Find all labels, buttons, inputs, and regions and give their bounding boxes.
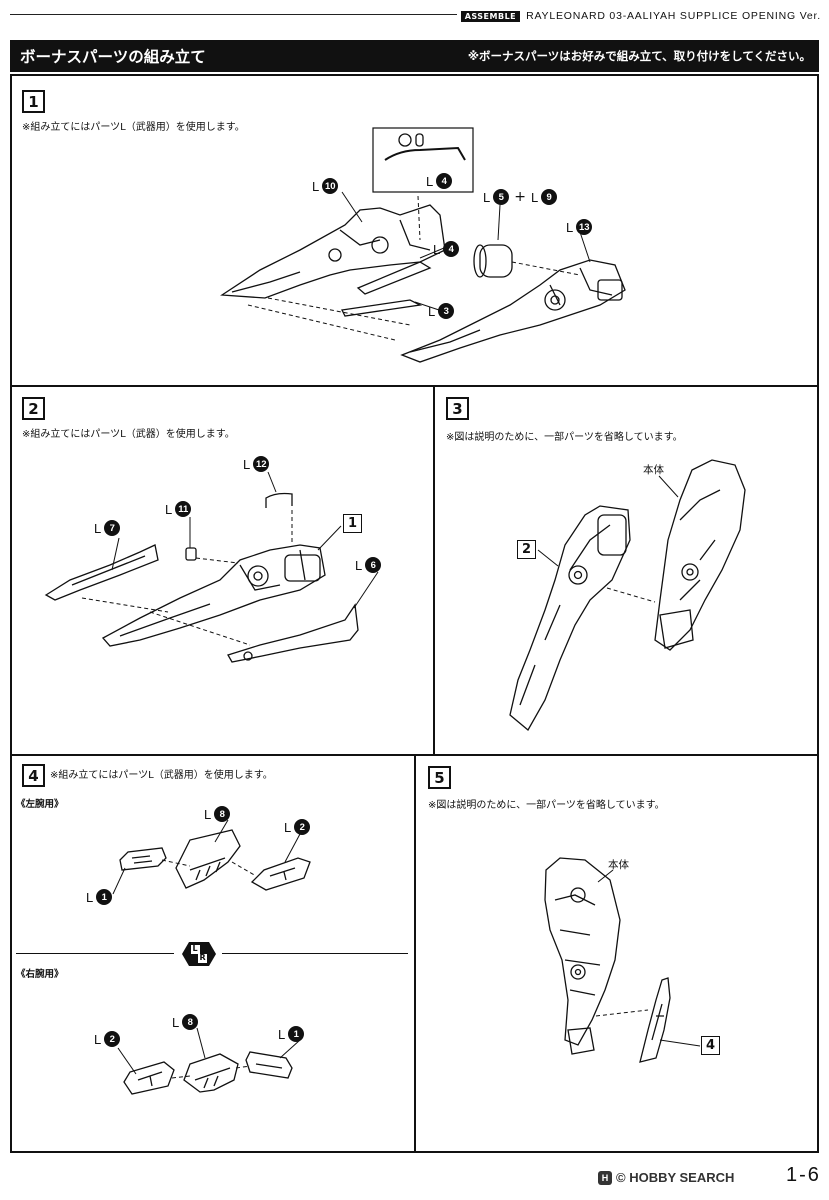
step-3-callout: 2 [517, 540, 536, 559]
watermark: H © HOBBY SEARCH [598, 1170, 734, 1185]
step-number-2: 2 [22, 397, 45, 420]
step-5-body-label: 本体 [608, 859, 629, 871]
divider-row1 [10, 385, 819, 387]
right-arm-label: 《右腕用》 [16, 969, 64, 980]
step-3-note: ※図は説明のために、一部パーツを省略しています。 [446, 432, 683, 443]
divider-col-2-3 [433, 385, 435, 755]
step-2-callout: 1 [343, 514, 362, 533]
step-3-body-label: 本体 [643, 464, 664, 476]
divider-col-4-5 [414, 754, 416, 1153]
step-2-note: ※組み立てにはパーツL（武器）を使用します。 [22, 429, 235, 440]
step-1-note: ※組み立てにはパーツL（武器用）を使用します。 [22, 122, 245, 133]
divider-step4-sides [16, 953, 174, 954]
section-note: ※ボーナスパーツはお好みで組み立て、取り付けをしてください。 [467, 49, 811, 63]
top-rule [10, 14, 820, 15]
section-title: ボーナスパーツの組み立て [20, 48, 206, 66]
page-number: 1-6 [786, 1164, 821, 1186]
series-title: RAYLEONARD 03-AALIYAH SUPPLICE OPENING V… [526, 10, 821, 22]
left-arm-label: 《左腕用》 [16, 799, 64, 810]
divider-step4-sides-r [222, 953, 408, 954]
lr-badge-icon [182, 942, 216, 966]
lr-badge-l: L [192, 944, 198, 953]
lr-badge: L R [180, 940, 218, 968]
step-number-4: 4 [22, 764, 45, 787]
series-header: ASSEMBLE RAYLEONARD 03-AALIYAH SUPPLICE … [456, 10, 821, 22]
step-number-1: 1 [22, 90, 45, 113]
step-number-3: 3 [446, 397, 469, 420]
step-number-5: 5 [428, 766, 451, 789]
section-title-bar: ボーナスパーツの組み立て ※ボーナスパーツはお好みで組み立て、取り付けをしてくだ… [10, 40, 819, 72]
lr-badge-r: R [199, 953, 206, 962]
step-5-callout: 4 [701, 1036, 720, 1055]
step-5-note: ※図は説明のために、一部パーツを省略しています。 [428, 800, 665, 811]
hobby-search-icon: H [598, 1170, 612, 1185]
step-4-note: ※組み立てにはパーツL（武器用）を使用します。 [50, 770, 273, 781]
assemble-tag: ASSEMBLE [460, 10, 521, 22]
watermark-text: © HOBBY SEARCH [616, 1170, 735, 1185]
